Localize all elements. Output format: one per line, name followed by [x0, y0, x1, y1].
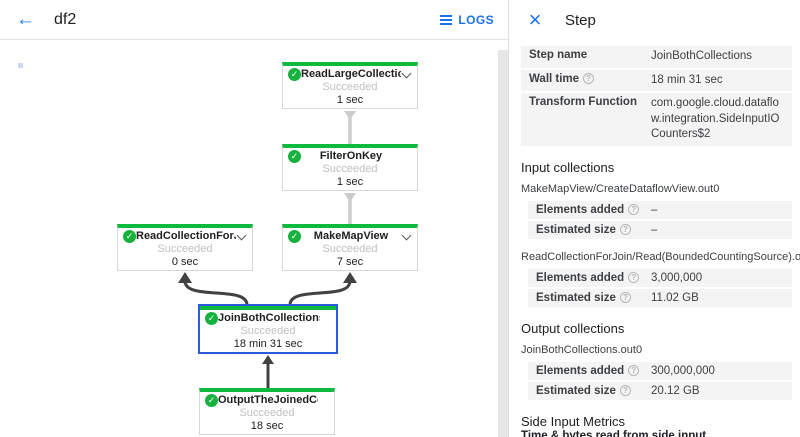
metric-label: Elements added [536, 271, 625, 284]
node-title: FilterOnKey [319, 150, 383, 162]
node-duration: 7 sec [336, 256, 364, 268]
graph-node-readcollectionforjoin[interactable]: ✓ ReadCollectionForJoin Succeeded 0 sec [117, 224, 253, 271]
metric-row-elements-added: Elements added ? 3,000,000 [528, 268, 792, 287]
node-duration: 1 sec [336, 176, 364, 188]
collection-metrics: Elements added ? – Estimated size ? – [528, 200, 792, 239]
node-status: Succeeded [239, 407, 295, 419]
detail-row-transform-function: Transform Function com.google.cloud.data… [521, 93, 792, 146]
output-collections-heading: Output collections [521, 320, 625, 336]
metric-value: 20.12 GB [651, 384, 700, 397]
node-status-bar [200, 306, 336, 310]
node-status: Succeeded [157, 243, 213, 255]
panel-title: Step [565, 11, 596, 29]
metric-value: 300,000,000 [651, 364, 715, 377]
back-icon[interactable]: ← [16, 8, 35, 30]
panel-body: Step name JoinBothCollections Wall time … [509, 40, 800, 437]
success-check-icon: ✓ [288, 68, 301, 81]
success-check-icon: ✓ [288, 150, 301, 163]
metric-row-elements-added: Elements added ? – [528, 200, 792, 219]
metric-row-estimated-size: Estimated size ? – [528, 220, 792, 239]
graph-node-filteronkey[interactable]: ✓ FilterOnKey Succeeded 1 sec [282, 144, 418, 191]
graph-pane: ← df2 LOGS [0, 0, 508, 437]
help-icon[interactable]: ? [619, 224, 631, 236]
chevron-down-icon[interactable] [401, 68, 412, 78]
node-status: Succeeded [322, 243, 378, 255]
graph-node-makemapview[interactable]: ✓ MakeMapView Succeeded 7 sec [282, 224, 418, 271]
metric-value: – [651, 223, 658, 236]
metric-row-elements-added: Elements added ? 300,000,000 [528, 361, 792, 380]
metric-row-estimated-size: Estimated size ? 11.02 GB [528, 288, 792, 307]
panel-header: × Step [509, 0, 800, 40]
node-duration: 1 sec [336, 94, 364, 106]
graph-node-outputthejoined[interactable]: ✓ OutputTheJoinedCollec... Succeeded 18 … [199, 388, 335, 435]
node-status: Succeeded [240, 325, 296, 337]
side-input-metrics-heading: Side Input Metrics [521, 413, 626, 429]
detail-value: com.google.cloud.dataflow.integration.Si… [651, 97, 780, 141]
job-title: df2 [54, 10, 77, 28]
help-icon[interactable]: ? [628, 365, 640, 377]
metric-value: 11.02 GB [651, 291, 699, 304]
metric-label: Estimated size [536, 223, 616, 236]
side-input-metrics-subheading: Time & bytes read from side input [521, 429, 707, 437]
job-toolbar: ← df2 LOGS [0, 0, 508, 40]
canvas-artifact-dot [18, 63, 23, 68]
graph-edges [178, 111, 357, 388]
help-icon[interactable]: ? [619, 292, 631, 304]
help-icon[interactable]: ? [619, 385, 631, 397]
node-duration: 18 sec [250, 420, 284, 432]
collection-name: JoinBothCollections.out0 [521, 343, 643, 356]
detail-label: Transform Function [529, 96, 637, 109]
logs-button[interactable]: LOGS [440, 13, 494, 27]
node-duration: 18 min 31 sec [233, 338, 303, 350]
metric-label: Elements added [536, 364, 625, 377]
node-title: OutputTheJoinedCollec... [218, 394, 318, 406]
node-duration: 0 sec [171, 256, 199, 268]
metric-label: Elements added [536, 203, 625, 216]
success-check-icon: ✓ [288, 230, 301, 243]
success-check-icon: ✓ [205, 394, 218, 407]
node-title: ReadLargeCollectionFr... [301, 68, 401, 80]
collection-metrics: Elements added ? 300,000,000 Estimated s… [528, 361, 792, 400]
node-status: Succeeded [322, 163, 378, 175]
collection-name: ReadCollectionForJoin/Read(BoundedCounti… [521, 250, 800, 263]
detail-value: JoinBothCollections [651, 50, 753, 62]
chevron-down-icon[interactable] [236, 230, 247, 240]
graph-node-readlargecollection[interactable]: ✓ ReadLargeCollectionFr... Succeeded 1 s… [282, 62, 418, 109]
detail-value: 18 min 31 sec [651, 73, 723, 86]
logs-label: LOGS [458, 12, 494, 27]
chevron-down-icon[interactable] [401, 230, 412, 240]
step-details-panel: × Step Step name JoinBothCollections Wal… [508, 0, 800, 437]
graph-node-joinbothcollections[interactable]: ✓ JoinBothCollections Succeeded 18 min 3… [198, 304, 338, 354]
logs-icon [440, 14, 453, 25]
success-check-icon: ✓ [205, 312, 218, 325]
node-title: JoinBothCollections [218, 312, 320, 324]
detail-label: Wall time [529, 72, 580, 85]
help-icon[interactable]: ? [583, 73, 595, 85]
success-check-icon: ✓ [123, 230, 136, 243]
metric-value: 3,000,000 [651, 271, 703, 284]
metric-row-estimated-size: Estimated size ? 20.12 GB [528, 381, 792, 400]
graph-vertical-scrollbar[interactable] [498, 50, 508, 437]
detail-row-step-name: Step name JoinBothCollections [521, 46, 792, 68]
node-status: Succeeded [322, 81, 378, 93]
collection-metrics: Elements added ? 3,000,000 Estimated siz… [528, 268, 792, 307]
detail-label: Step name [529, 49, 588, 61]
help-icon[interactable]: ? [628, 204, 640, 216]
node-title: MakeMapView [313, 230, 389, 242]
input-collections-heading: Input collections [521, 159, 615, 175]
node-title: ReadCollectionForJoin [136, 230, 236, 242]
help-icon[interactable]: ? [628, 272, 640, 284]
collection-name: MakeMapView/CreateDataflowView.out0 [521, 182, 720, 195]
detail-row-wall-time: Wall time ? 18 min 31 sec [521, 69, 792, 92]
metric-label: Estimated size [536, 384, 616, 397]
close-icon[interactable]: × [528, 7, 542, 32]
metric-value: – [651, 203, 658, 216]
graph-canvas[interactable]: ✓ ReadLargeCollectionFr... Succeeded 1 s… [0, 41, 508, 437]
metric-label: Estimated size [536, 291, 616, 304]
